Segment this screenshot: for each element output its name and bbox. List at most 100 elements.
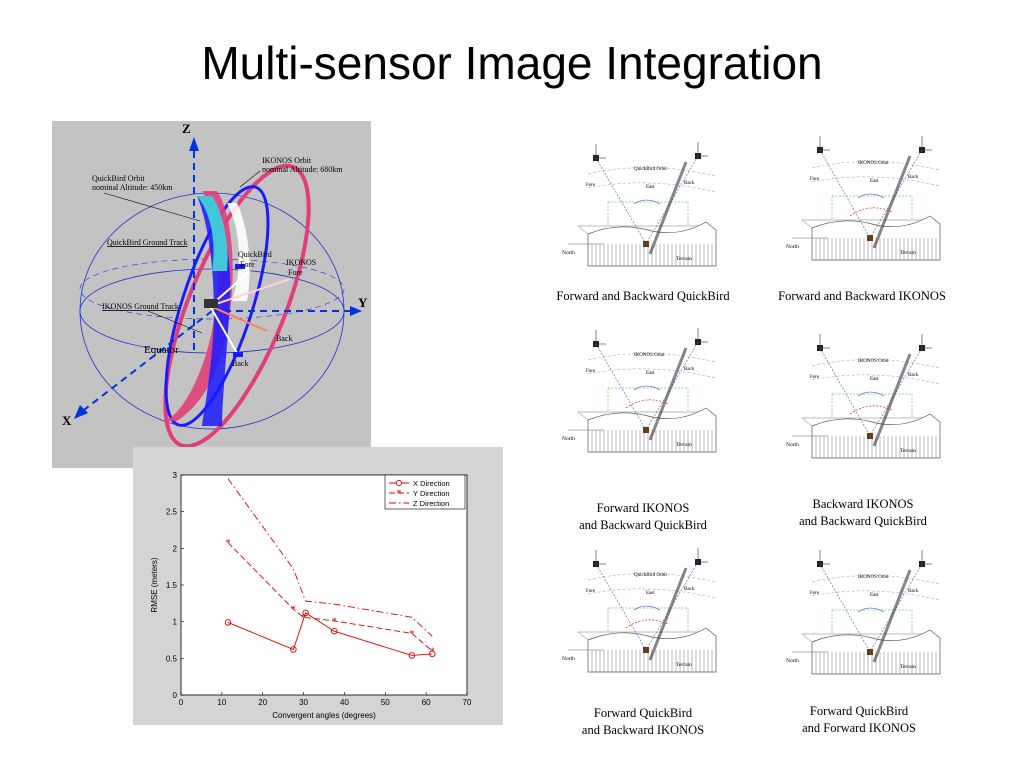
legend-marker	[395, 479, 403, 487]
north-label: North	[562, 656, 575, 662]
sensor-pole	[872, 155, 912, 249]
orbit-arc	[587, 573, 717, 583]
quickbird-orbit-leader	[103, 192, 201, 222]
fore-label: Fore	[810, 591, 820, 596]
north-label: North	[786, 244, 799, 250]
blue-angle-arc	[633, 199, 661, 205]
ikonos-ground-track-label: IKONOS Ground Track	[102, 302, 179, 311]
ground-plane-edge	[801, 417, 922, 427]
ground-point	[867, 235, 873, 241]
data-point-y-direction: *	[409, 629, 414, 640]
ikonos-back-label: Back	[276, 334, 292, 343]
data-point-y-direction: *	[332, 616, 337, 627]
east-label: East	[870, 179, 879, 184]
back-label: Back	[908, 589, 919, 594]
ray-1	[819, 149, 871, 239]
sensor-pole	[872, 353, 912, 447]
north-label: North	[562, 250, 575, 256]
ray-1	[595, 563, 647, 651]
ray-1	[595, 343, 647, 431]
ikonos-altitude-label: nominal Altitude: 680km	[262, 165, 343, 174]
ikonos-fore-ray	[209, 278, 291, 307]
back-label: Back	[684, 587, 695, 592]
data-point-x-direction	[224, 619, 232, 626]
sensor-pole	[648, 347, 688, 441]
ikonos-orbit-leader	[239, 170, 261, 188]
ray-2	[869, 149, 923, 239]
y-tick-label: 2	[173, 544, 178, 553]
ikonos-orbit-ring	[163, 163, 311, 449]
legend-label: Y Direction	[413, 489, 450, 498]
quickbird-fore-label-1: QuickBird	[238, 250, 272, 259]
data-point-x-direction	[302, 609, 309, 617]
north-label: North	[786, 442, 799, 448]
data-point-y-direction: *	[430, 647, 435, 658]
orbit-figure: Z Y X IKONOS Orbit nominal Altitude: 680…	[52, 121, 371, 468]
ray-2	[645, 155, 699, 245]
x-axis-arrow	[74, 405, 88, 419]
ikonos-track-leader	[147, 310, 203, 334]
east-label: East	[870, 593, 879, 598]
ground-point	[643, 427, 649, 433]
quickbird-sat-icon	[235, 264, 245, 269]
blue-angle-arc	[857, 607, 885, 613]
x-tick-label: 30	[299, 698, 308, 707]
y-axis-label: RMSE (meters)	[150, 557, 159, 612]
orbit-arc	[587, 353, 717, 363]
series-line-1	[227, 612, 433, 656]
ground-point	[867, 649, 873, 655]
data-point-y-direction: *	[225, 538, 230, 549]
data-point-x-direction	[408, 652, 416, 659]
blue-angle-arc	[857, 193, 885, 199]
quickbird-back-label: Back	[232, 359, 248, 368]
fore-label: Fore	[586, 369, 596, 374]
back-label: Back	[684, 181, 695, 186]
orbit-arc	[587, 167, 717, 177]
y-tick-label: 2.5	[166, 508, 178, 517]
green-construction	[831, 609, 913, 634]
data-point-x-direction	[290, 646, 297, 653]
east-label: East	[646, 185, 655, 190]
green-construction	[831, 195, 913, 220]
ground-plane-edge	[801, 633, 922, 643]
north-label: North	[562, 436, 575, 442]
ray-1	[819, 347, 871, 437]
quickbird-back-ray	[209, 305, 238, 354]
ground-point	[643, 241, 649, 247]
fore-label: Fore	[586, 183, 596, 188]
orbit-label: QuickBird Orbit	[634, 167, 668, 172]
orbit-arc-2	[811, 590, 941, 601]
data-point-x-direction	[330, 627, 338, 635]
quickbird-ground-track-label: QuickBird Ground Track	[107, 238, 187, 247]
series-line-2	[227, 542, 433, 652]
blue-angle-arc	[857, 391, 885, 397]
fore-label: Fore	[586, 589, 596, 594]
x-axis-label: Convergent angles (degrees)	[272, 711, 376, 720]
ray-2	[645, 561, 699, 651]
y-tick-label: 1.5	[166, 581, 178, 590]
y-tick-label: 0	[173, 691, 178, 700]
plot-area	[180, 474, 468, 696]
y-tick-label: 1	[173, 618, 178, 627]
sensor-pole	[872, 569, 912, 663]
ray-2	[645, 341, 699, 431]
orbit-label: IKONOS Orbit	[858, 575, 889, 580]
ground-plane-edge	[577, 631, 698, 641]
north-label: North	[786, 658, 799, 664]
quickbird-orbit-label: QuickBird Orbit	[92, 174, 145, 183]
ground-plane-edge	[801, 219, 922, 229]
data-point-y-direction: *	[301, 613, 306, 624]
terrain-label: Terrain	[900, 250, 916, 256]
blue-angle-arc	[633, 605, 661, 611]
y-tick-label: 0.5	[166, 654, 178, 663]
fore-label: Fore	[810, 177, 820, 182]
terrain-label: Terrain	[676, 256, 692, 262]
